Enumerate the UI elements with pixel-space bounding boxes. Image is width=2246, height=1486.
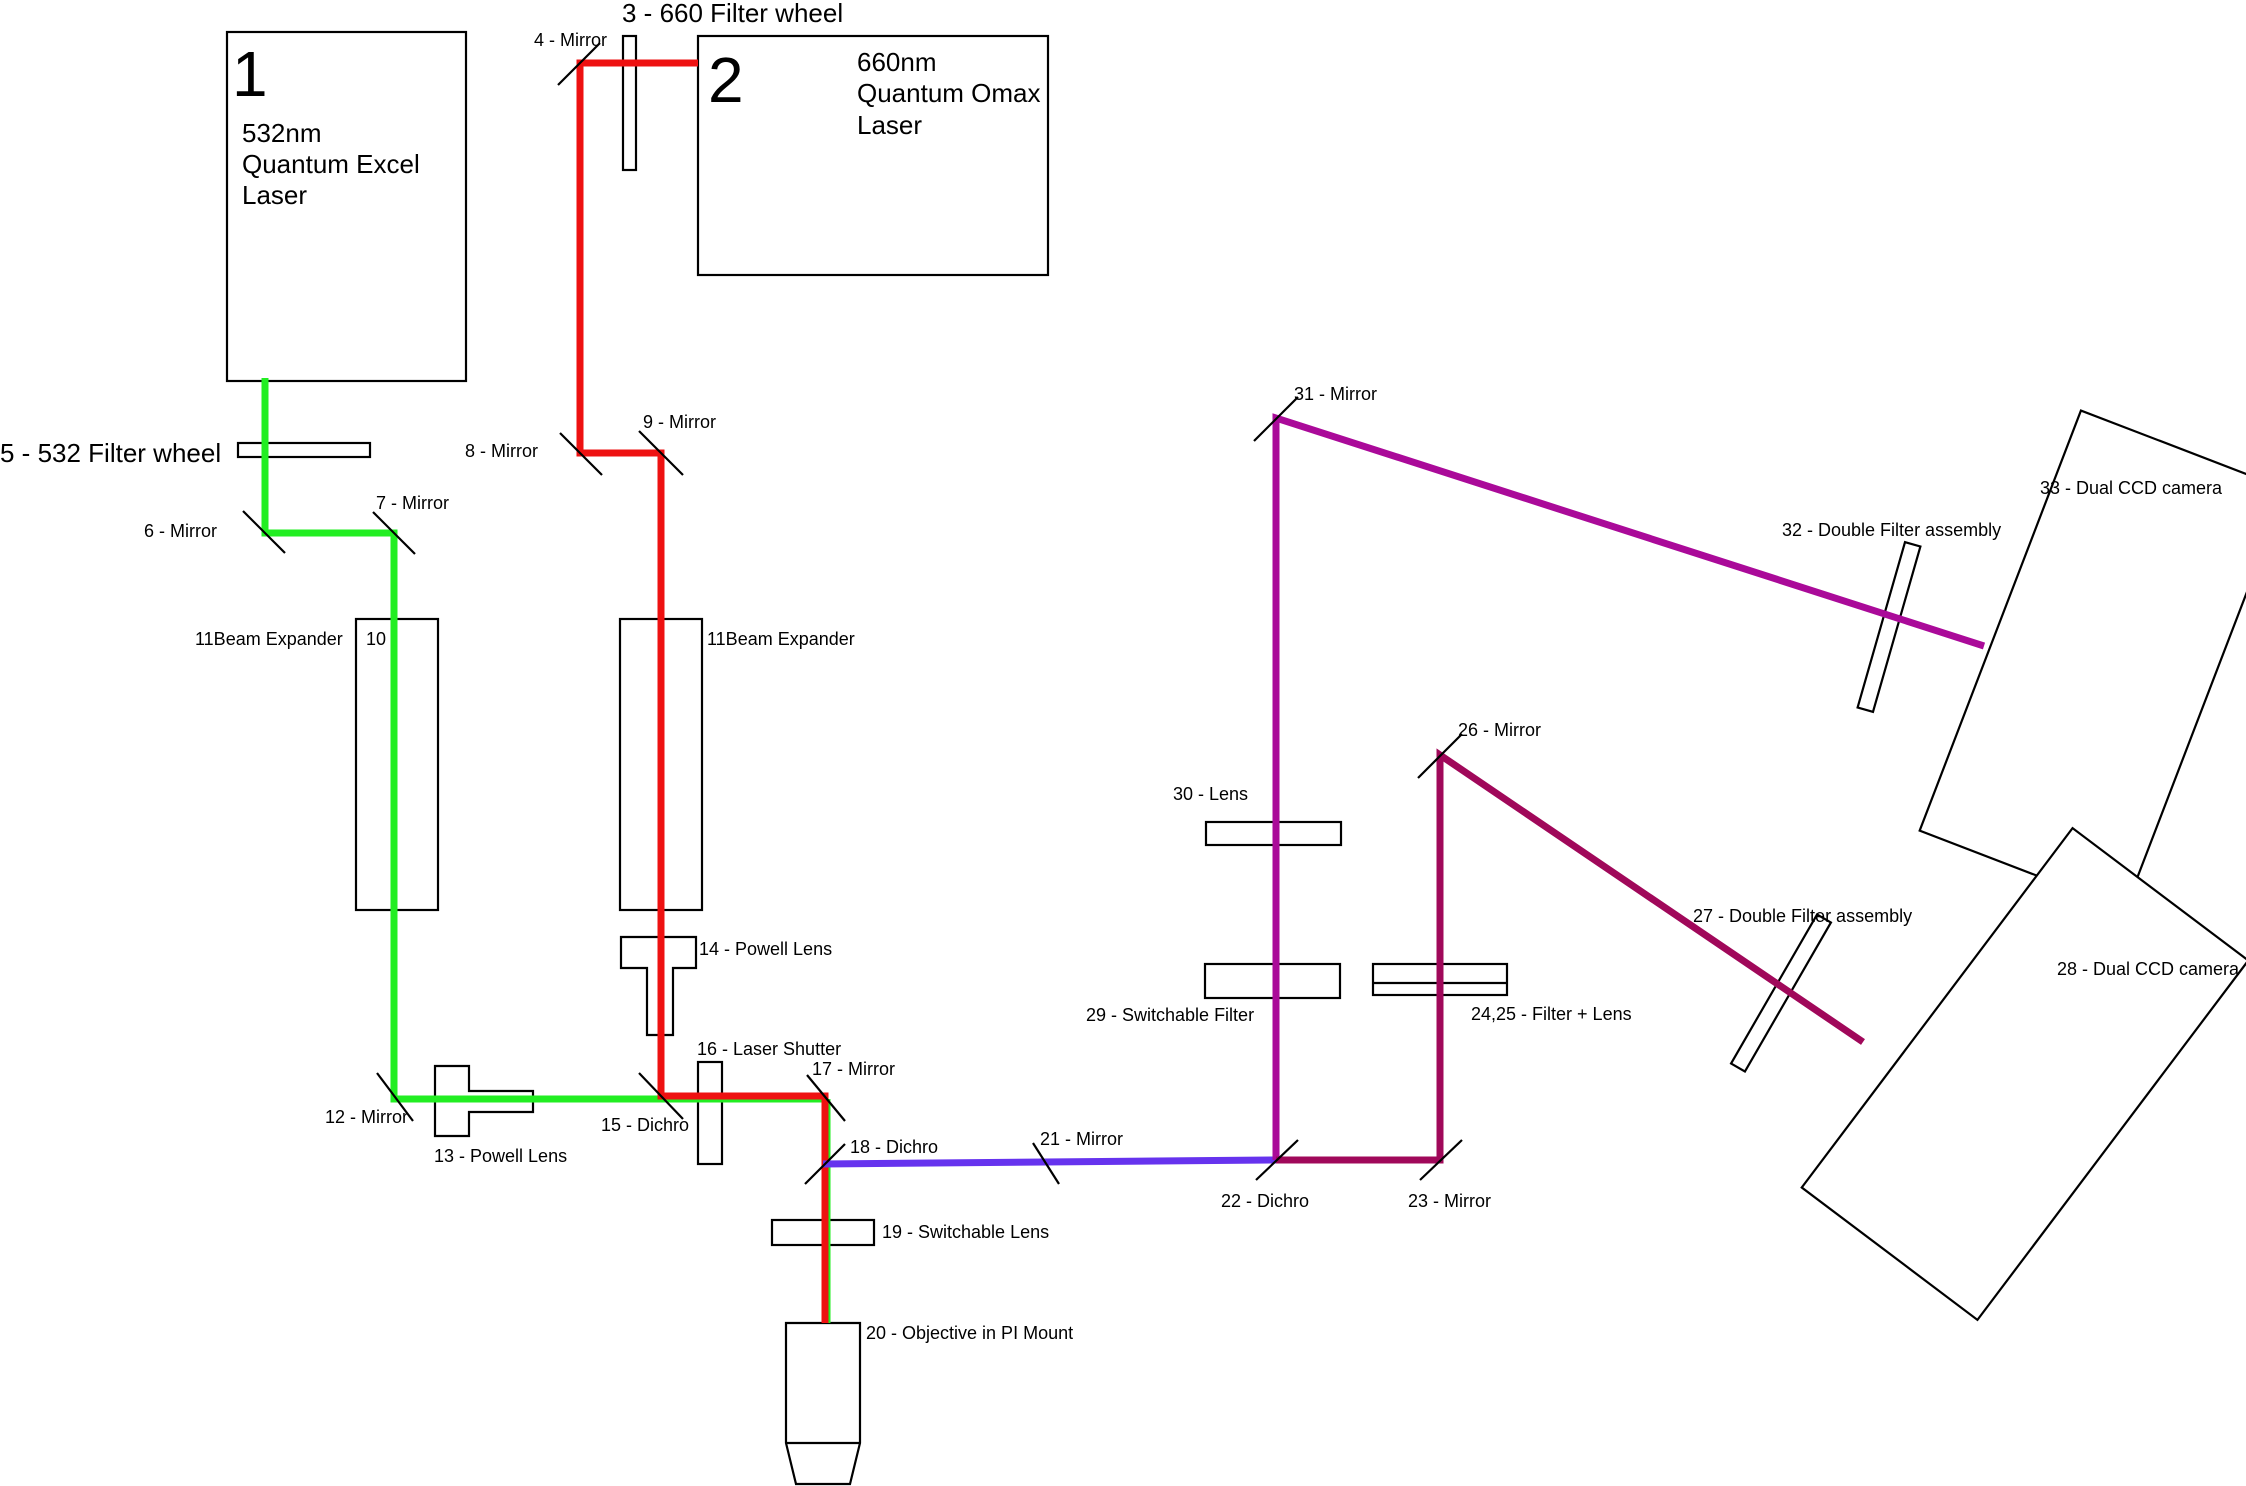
laser-532-box	[225, 30, 468, 383]
label-33: 33 - Dual CCD camera	[2040, 478, 2223, 498]
laser-660-line-3: Laser	[857, 110, 922, 140]
label-22: 22 - Dichro	[1221, 1191, 1309, 1211]
label-6: 6 - Mirror	[144, 521, 217, 541]
label-31: 31 - Mirror	[1294, 384, 1377, 404]
label-29: 29 - Switchable Filter	[1086, 1005, 1254, 1025]
label-18: 18 - Dichro	[850, 1137, 938, 1157]
mirror-26	[1417, 733, 1463, 779]
label-20: 20 - Objective in PI Mount	[866, 1323, 1073, 1343]
crimson-beam-path	[1276, 748, 1865, 1164]
label-16: 16 - Laser Shutter	[697, 1039, 841, 1059]
dichro-15	[638, 1072, 684, 1120]
dichro-22	[1255, 1139, 1299, 1181]
double-filter-27	[1729, 913, 1833, 1073]
mirror-8	[559, 432, 603, 476]
mirror-17	[806, 1074, 846, 1122]
dual-ccd-camera-33	[1918, 409, 2246, 911]
label-27: 27 - Double Filter assembly	[1693, 906, 1912, 926]
label-5: 5 - 532 Filter wheel	[0, 438, 221, 468]
laser-532-line-3: Laser	[242, 180, 307, 210]
laser-532-line-2: Quantum Excel	[242, 149, 420, 179]
mirror-6	[242, 510, 286, 554]
double-filter-32	[1856, 540, 1922, 714]
laser-532-line-1: 532nm	[242, 118, 322, 148]
label-24-25: 24,25 - Filter + Lens	[1471, 1004, 1632, 1024]
laser-660-line-1: 660nm	[857, 47, 937, 77]
label-28: 28 - Dual CCD camera	[2057, 959, 2240, 979]
laser-660-number: 2	[708, 44, 744, 116]
mirror-9	[638, 430, 684, 476]
label-3: 3 - 660 Filter wheel	[622, 0, 843, 28]
violet-beam-path	[822, 1156, 1277, 1168]
laser-660-line-2: Quantum Omax	[857, 78, 1041, 108]
mirror-21	[1032, 1142, 1060, 1185]
label-14: 14 - Powell Lens	[699, 939, 832, 959]
label-32: 32 - Double Filter assembly	[1782, 520, 2001, 540]
label-11-left: 11Beam Expander	[195, 629, 343, 649]
label-23: 23 - Mirror	[1408, 1191, 1491, 1211]
dichro-18	[804, 1143, 846, 1185]
green-beam-path	[261, 378, 827, 1103]
laser-shutter	[696, 1060, 724, 1166]
label-21: 21 - Mirror	[1040, 1129, 1123, 1149]
label-30: 30 - Lens	[1173, 784, 1248, 804]
mirror-23	[1419, 1139, 1463, 1181]
dual-ccd-camera-28	[1800, 826, 2246, 1322]
mirror-7	[372, 511, 416, 555]
label-11-right: 11Beam Expander	[707, 629, 855, 649]
label-12: 12 - Mirror	[325, 1107, 408, 1127]
filter-wheel-660	[621, 34, 638, 172]
mirror-4	[557, 42, 601, 86]
mirror-31	[1253, 396, 1299, 442]
mirror-12	[376, 1072, 414, 1122]
filter-wheel-532	[236, 441, 372, 459]
laser-660-box	[696, 34, 1050, 277]
label-7: 7 - Mirror	[376, 493, 449, 513]
label-19: 19 - Switchable Lens	[882, 1222, 1049, 1242]
label-9: 9 - Mirror	[643, 412, 716, 432]
label-8: 8 - Mirror	[465, 441, 538, 461]
label-13: 13 - Powell Lens	[434, 1146, 567, 1166]
label-15: 15 - Dichro	[601, 1115, 689, 1135]
objective-in-pi-mount	[784, 1321, 862, 1486]
label-17: 17 - Mirror	[812, 1059, 895, 1079]
label-4: 4 - Mirror	[534, 30, 607, 50]
label-26: 26 - Mirror	[1458, 720, 1541, 740]
laser-532-number: 1	[232, 38, 268, 110]
label-10: 10	[366, 629, 386, 649]
